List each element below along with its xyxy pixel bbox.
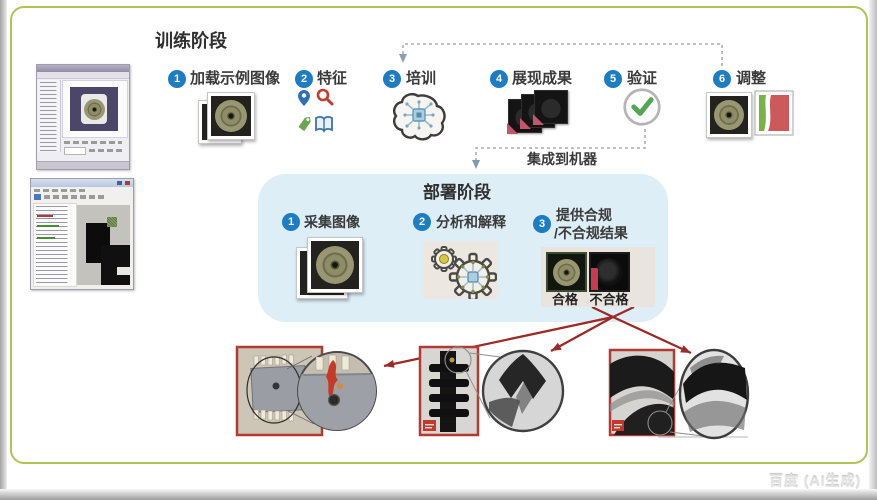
book-icon <box>315 116 333 134</box>
fail-label: 不合格 <box>589 292 629 307</box>
pass-fail-card: 合格 不合格 <box>541 247 655 307</box>
app-screenshot-training-tool <box>36 64 130 170</box>
gauge-part <box>83 98 105 120</box>
tree-panel <box>38 80 61 152</box>
deployment-step-1-label: 采集图像 <box>304 214 360 230</box>
magnifier-icon <box>316 88 334 106</box>
stacked-photos-gauge-icon <box>198 92 258 144</box>
pin-magnifier-tag-book-icons <box>298 88 334 134</box>
window-menubar <box>37 72 129 79</box>
gears-icon <box>423 241 497 299</box>
large-gear <box>448 252 497 299</box>
tree-item-green <box>37 225 59 227</box>
training-step-3-label: 培训 <box>406 70 437 87</box>
deployment-step-1-number: 1 <box>282 213 300 231</box>
deployment-step-3-label-line1: 提供合规 <box>556 207 612 223</box>
stacked-dark-photos-icon <box>507 90 570 134</box>
small-gear <box>431 246 457 272</box>
training-step-5-label: 验证 <box>627 70 658 87</box>
pass-label: 合格 <box>551 292 578 307</box>
input-box <box>64 147 86 155</box>
form-row <box>89 149 123 152</box>
deployment-phase-title: 部署阶段 <box>423 183 491 202</box>
photo-histogram-icon <box>706 90 798 138</box>
training-step-4-number: 4 <box>490 70 508 88</box>
image-viewer <box>62 80 128 138</box>
menu-row <box>34 189 86 192</box>
training-step-5-number: 5 <box>604 70 622 88</box>
part-plate <box>81 94 107 124</box>
training-step-2-number: 2 <box>295 70 313 88</box>
viewer-background <box>70 87 118 131</box>
scan-edge-left <box>0 0 7 500</box>
integration-label: 集成到机器 <box>527 151 597 167</box>
training-step-6-label: 调整 <box>736 70 767 87</box>
stacked-photos-gauge-icon <box>296 237 364 299</box>
window-button <box>117 181 122 185</box>
form-row <box>64 141 122 144</box>
close-icon <box>125 181 130 185</box>
training-phase-title: 训练阶段 <box>155 31 227 51</box>
training-step-6-number: 6 <box>713 70 731 88</box>
tree-panel <box>33 203 77 287</box>
training-step-1-number: 1 <box>168 70 186 88</box>
pass-result-image <box>546 252 587 292</box>
slide-green-frame <box>10 6 868 464</box>
scan-edge-right <box>869 0 877 500</box>
tree-item-green <box>37 237 55 239</box>
brain-circuit-icon <box>393 93 446 141</box>
deployment-step-3-number: 3 <box>533 215 551 233</box>
status-bar <box>37 161 129 169</box>
check-circle-icon <box>623 88 661 126</box>
app-screenshot-config-tool <box>30 178 134 290</box>
dark-region <box>101 245 130 285</box>
scan-edge-bottom <box>0 489 877 500</box>
texture-patch-green <box>107 217 117 227</box>
window-titlebar <box>31 179 133 187</box>
toolbar-row <box>44 195 104 199</box>
window-titlebar <box>37 65 129 72</box>
inspection-image <box>77 205 130 285</box>
training-step-3-number: 3 <box>383 70 401 88</box>
deployment-step-2-number: 2 <box>413 213 431 231</box>
fail-result-image <box>589 252 630 292</box>
watermark: 百度 (AI生成) <box>769 473 862 489</box>
location-pin-icon <box>298 90 310 106</box>
training-step-1-label: 加载示例图像 <box>190 70 281 87</box>
deployment-step-3-label-line2: /不合规结果 <box>554 225 628 241</box>
tree-item-red <box>37 215 53 217</box>
training-step-4-label: 展现成果 <box>512 70 573 87</box>
tag-icon <box>298 116 311 132</box>
training-step-2-label: 特征 <box>317 70 348 87</box>
toolbar-chip <box>34 194 41 200</box>
histogram-icon <box>754 90 794 136</box>
circuit-dots <box>403 100 435 130</box>
deployment-step-2-label: 分析和解释 <box>436 214 506 230</box>
light-notch <box>117 267 130 275</box>
